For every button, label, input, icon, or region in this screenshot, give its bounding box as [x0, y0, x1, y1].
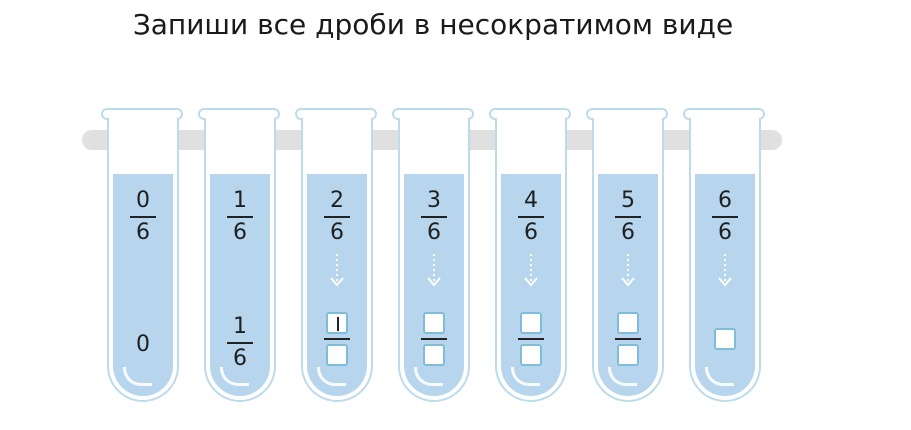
numerator: 6 [689, 188, 761, 214]
given-fraction: 3 6 [398, 188, 470, 246]
dotted-down-arrow-icon [621, 254, 635, 288]
answer-fraction [495, 312, 567, 366]
denominator: 6 [495, 220, 567, 246]
numerator: 1 [204, 314, 276, 340]
numerator: 1 [204, 188, 276, 214]
answer-fraction [592, 312, 664, 366]
given-fraction: 5 6 [592, 188, 664, 246]
dotted-down-arrow-icon [330, 254, 344, 288]
given-fraction: 2 6 [301, 188, 373, 246]
numerator-input[interactable] [617, 312, 639, 334]
denominator: 6 [689, 220, 761, 246]
fraction-bar [518, 338, 544, 340]
numerator-input[interactable] [326, 312, 348, 334]
numerator: 3 [398, 188, 470, 214]
whole-number-input[interactable] [714, 328, 736, 350]
fraction-bar [615, 338, 641, 340]
denominator: 6 [592, 220, 664, 246]
test-tube-5: 4 6 [495, 108, 567, 402]
fraction-bar [421, 338, 447, 340]
numerator: 4 [495, 188, 567, 214]
answer-fraction [398, 312, 470, 366]
numerator-input[interactable] [520, 312, 542, 334]
denominator: 6 [204, 346, 276, 372]
denominator: 6 [107, 220, 179, 246]
numerator: 5 [592, 188, 664, 214]
dotted-down-arrow-icon [427, 254, 441, 288]
fraction-bar [227, 342, 253, 344]
numerator: 2 [301, 188, 373, 214]
dotted-down-arrow-icon [718, 254, 732, 288]
denominator: 6 [398, 220, 470, 246]
tube-body [107, 118, 179, 402]
task-title: Запиши все дроби в несократимом виде [0, 8, 866, 41]
fraction-bar [227, 216, 253, 218]
fraction-bar [421, 216, 447, 218]
test-tube-4: 3 6 [398, 108, 470, 402]
dotted-down-arrow-icon [524, 254, 538, 288]
fraction-bar [518, 216, 544, 218]
fraction-bar [615, 216, 641, 218]
denominator-input[interactable] [617, 344, 639, 366]
test-tube-2: 1 6 1 6 [204, 108, 276, 402]
result-value: 0 [107, 332, 179, 357]
fraction-bar [324, 338, 350, 340]
numerator-input[interactable] [423, 312, 445, 334]
test-tube-6: 5 6 [592, 108, 664, 402]
fraction-bar [130, 216, 156, 218]
answer-fraction [301, 312, 373, 366]
text-cursor-icon [337, 317, 339, 331]
test-tube-7: 6 6 [689, 108, 761, 402]
answer-whole [689, 328, 761, 350]
denominator-input[interactable] [326, 344, 348, 366]
denominator: 6 [204, 220, 276, 246]
denominator: 6 [301, 220, 373, 246]
denominator-input[interactable] [423, 344, 445, 366]
fraction-bar [324, 216, 350, 218]
given-fraction: 1 6 [204, 188, 276, 246]
test-tube-3: 2 6 [301, 108, 373, 402]
given-fraction: 4 6 [495, 188, 567, 246]
numerator: 0 [107, 188, 179, 214]
given-fraction: 6 6 [689, 188, 761, 246]
given-fraction: 0 6 [107, 188, 179, 246]
test-tube-1: 0 6 0 [107, 108, 179, 402]
result-fraction: 1 6 [204, 314, 276, 372]
fraction-bar [712, 216, 738, 218]
denominator-input[interactable] [520, 344, 542, 366]
